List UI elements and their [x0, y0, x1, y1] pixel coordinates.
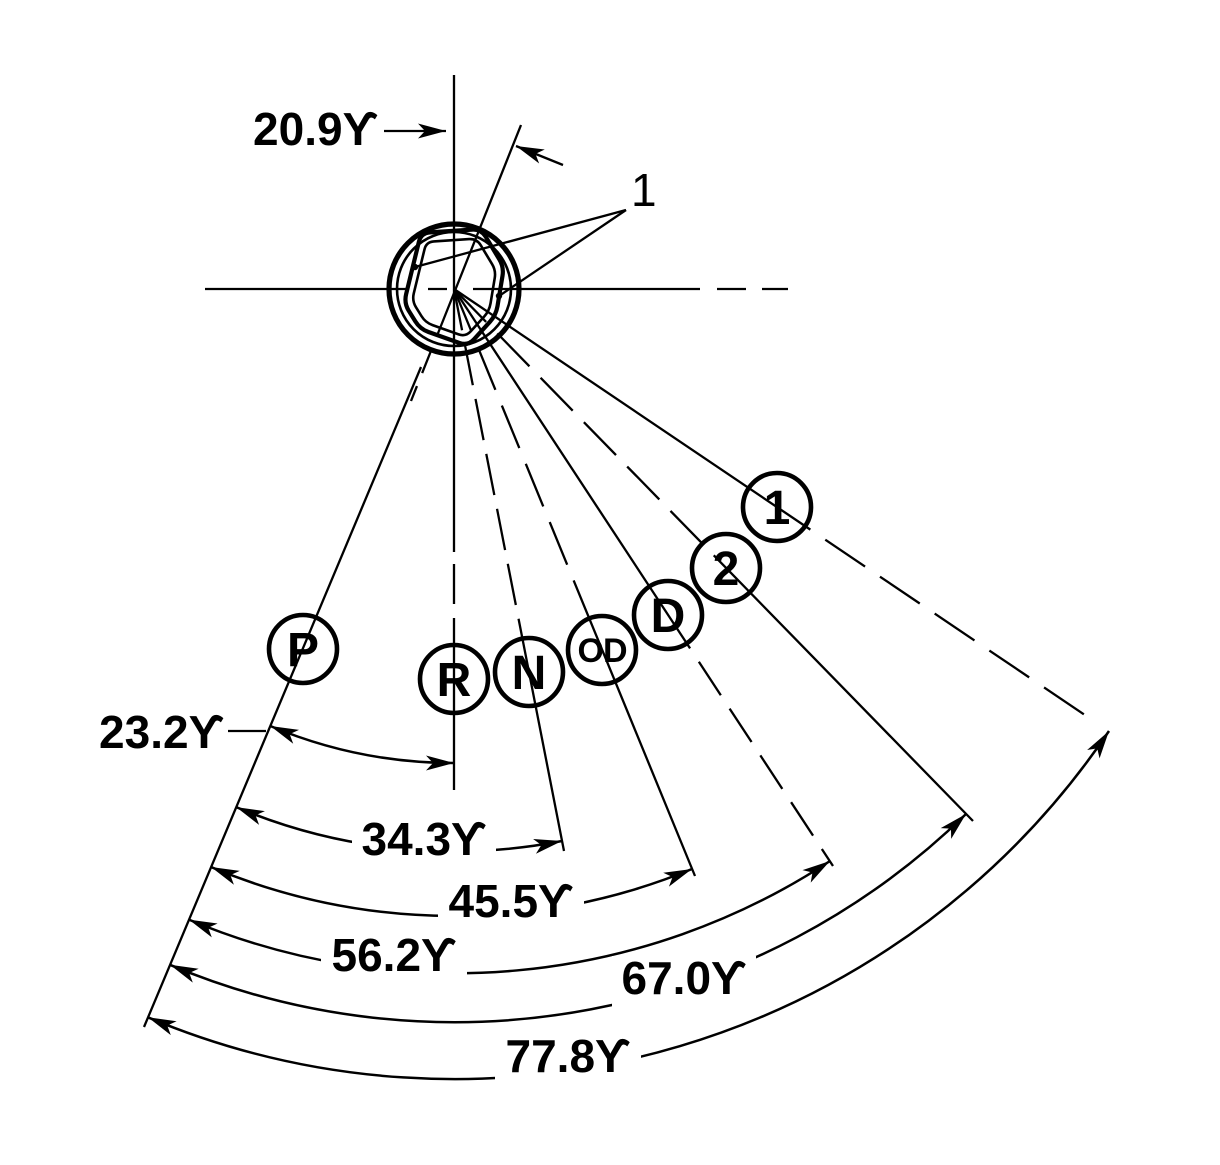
angle-arc-23-2 [269, 724, 455, 771]
angle-arc-77-8 [147, 730, 1111, 1081]
label-mask-67-0 [612, 956, 756, 1008]
dimension-label-77-8: 77.8ϒ [506, 1030, 631, 1082]
position-label-r: R [437, 654, 472, 707]
rotated-key-axis-line [409, 124, 523, 402]
position-marker-d [631, 578, 705, 652]
position-label-p: P [287, 624, 319, 677]
dimension-label-56-2: 56.2ϒ [332, 929, 457, 981]
position-line-1 [453, 288, 1114, 735]
callout-1-leader-dot-right [495, 292, 503, 300]
callout-1-leader-dot-left [411, 263, 419, 271]
position-label-n: N [512, 647, 547, 700]
position-marker-r [417, 642, 491, 716]
dimension-label-23-2: 23.2ϒ [99, 706, 224, 758]
position-label-1: 1 [764, 482, 791, 535]
label-mask-45-5 [438, 879, 584, 925]
label-mask-56-2 [321, 933, 467, 979]
position-label-2: 2 [713, 543, 740, 596]
callout-1-leader-left [414, 208, 627, 269]
dimension-label-45-5: 45.5ϒ [449, 875, 574, 927]
dimension-label-34-3: 34.3ϒ [362, 813, 487, 865]
callout-1-leader-right [498, 209, 627, 297]
position-marker-1 [740, 470, 814, 544]
dimension-label-20-9: 20.9ϒ [253, 103, 378, 155]
position-label-d: D [651, 590, 686, 643]
position-line-p [142, 366, 423, 1028]
label-mask-77-8 [495, 1034, 641, 1082]
dimension-label-67-0: 67.0ϒ [622, 952, 747, 1004]
shaft-cross-section-outer [403, 227, 505, 346]
dimension-arrow-20-9-right [515, 144, 564, 167]
position-marker-2 [689, 531, 763, 605]
shaft-cross-section-inner [411, 237, 497, 337]
callout-1-label: 1 [631, 164, 657, 216]
label-mask-34-3 [352, 817, 496, 863]
position-marker-od [565, 613, 639, 687]
position-marker-n [492, 635, 566, 709]
position-label-od: OD [578, 632, 627, 670]
position-marker-p [266, 612, 340, 686]
